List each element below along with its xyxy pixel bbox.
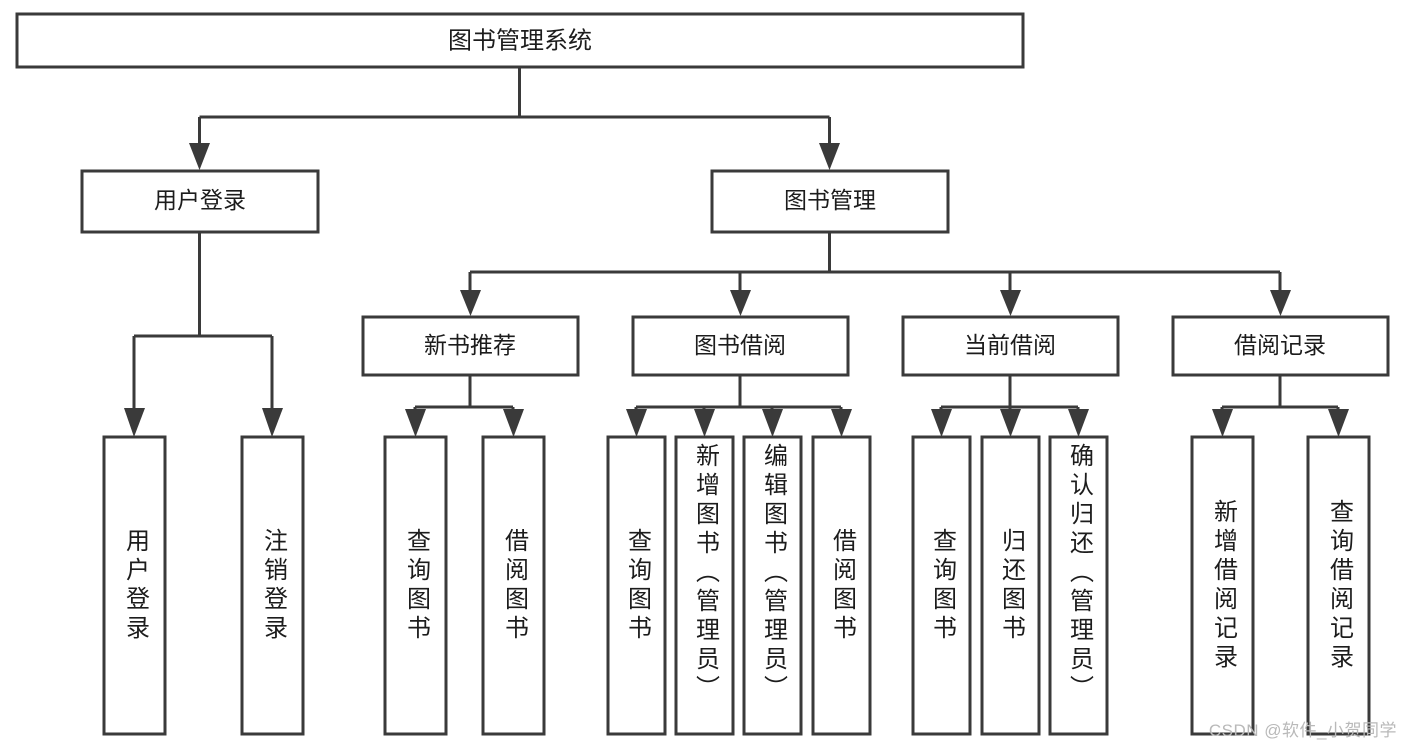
csdn-watermark: CSDN @软件_小贺同学 (1208, 721, 1397, 740)
node-current-borrow-label: 当前借阅 (964, 332, 1056, 358)
arrow-head-leaf-current-borrow-1 (1000, 409, 1021, 437)
arrow-head-leaf-borrow-record-1 (1328, 409, 1349, 437)
node-user-login-box[interactable] (80, 169, 320, 234)
leaf-box-user-login-0[interactable] (102, 435, 167, 736)
node-user-login-label: 用户登录 (154, 187, 246, 213)
arrow-head-leaf-new-book-1 (503, 409, 524, 437)
node-root-box[interactable] (15, 12, 1025, 69)
leaf-box-new-book-rec-0[interactable] (383, 435, 448, 736)
node-book-borrow-box[interactable] (631, 315, 850, 377)
leaf-box-book-borrow-3[interactable] (811, 435, 872, 736)
arrow-head-current-borrow (1000, 290, 1021, 316)
node-book-manage-box[interactable] (710, 169, 950, 234)
leaf-box-book-borrow-0[interactable] (606, 435, 667, 736)
arrow-head-leaf-book-borrow-1 (694, 409, 715, 437)
node-new-book-rec-box[interactable] (361, 315, 580, 377)
leaf-box-book-borrow-2[interactable] (742, 435, 803, 736)
node-current-borrow-box[interactable] (901, 315, 1120, 377)
leaf-box-current-borrow-1[interactable] (980, 435, 1041, 736)
leaf-box-book-borrow-1[interactable] (674, 435, 735, 736)
arrow-head-borrow-record (1270, 290, 1291, 316)
connector-layer (124, 67, 1349, 437)
arrow-head-leaf-book-borrow-0 (626, 409, 647, 437)
arrow-head-book-borrow (730, 290, 751, 316)
leaf-box-current-borrow-2[interactable] (1048, 435, 1109, 736)
arrow-head-leaf-new-book-0 (405, 409, 426, 437)
arrow-head-user-login (189, 143, 210, 170)
arrow-head-leaf-user-login-1 (262, 408, 283, 437)
arrow-head-leaf-current-borrow-2 (1068, 409, 1089, 437)
arrow-head-leaf-user-login-0 (124, 408, 145, 437)
arrow-head-book-manage (819, 143, 840, 170)
leaf-box-borrow-record-1[interactable] (1306, 435, 1371, 736)
node-book-borrow-label: 图书借阅 (694, 332, 786, 358)
arrow-head-leaf-borrow-record-0 (1212, 409, 1233, 437)
arrow-head-new-book-rec (460, 290, 481, 316)
leaf-box-new-book-rec-1[interactable] (481, 435, 546, 736)
node-layer: 图书管理系统 用户登录 图书管理 新书推荐 图书借阅 当前借阅 借阅记录 (15, 12, 1390, 736)
node-borrow-record-box[interactable] (1171, 315, 1390, 377)
node-root-label: 图书管理系统 (448, 27, 592, 54)
leaf-box-borrow-record-0[interactable] (1190, 435, 1255, 736)
leaf-box-user-login-1[interactable] (240, 435, 305, 736)
arrow-head-leaf-current-borrow-0 (931, 409, 952, 437)
node-book-manage-label: 图书管理 (784, 187, 876, 213)
node-borrow-record-label: 借阅记录 (1234, 332, 1326, 358)
node-new-book-rec-label: 新书推荐 (424, 332, 516, 358)
leaf-box-current-borrow-0[interactable] (911, 435, 972, 736)
arrow-head-leaf-book-borrow-3 (831, 409, 852, 437)
arrow-head-leaf-book-borrow-2 (762, 409, 783, 437)
